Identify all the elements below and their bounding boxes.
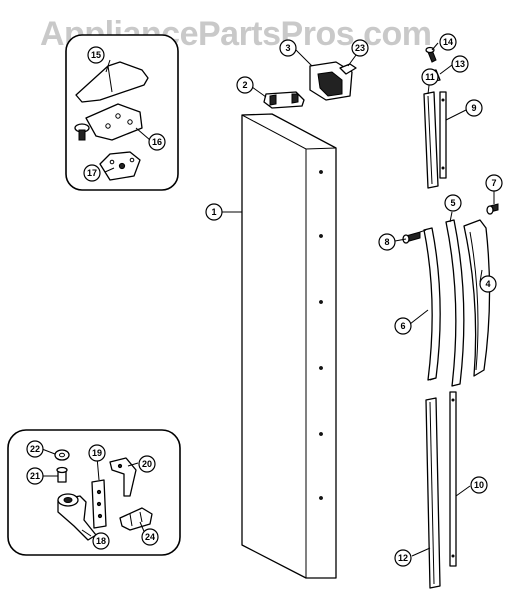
svg-text:1: 1 [211,207,216,217]
part-9-upper-strip[interactable] [439,91,447,179]
svg-text:14: 14 [443,37,453,47]
callout-5: 5 [444,194,462,212]
svg-text:8: 8 [384,237,389,247]
part-23-fastener[interactable] [339,63,357,75]
callout-14: 14 [439,33,457,51]
svg-text:7: 7 [491,178,496,188]
callout-21: 21 [26,467,44,485]
svg-text:11: 11 [425,72,435,82]
callout-24: 24 [141,528,159,546]
svg-text:23: 23 [355,43,365,53]
inset-bottom-left [7,429,181,556]
svg-text:19: 19 [92,448,102,458]
callout-19: 19 [88,444,106,462]
svg-text:2: 2 [242,80,247,90]
part-22-washer[interactable] [54,449,70,461]
part-5-handle[interactable] [445,219,465,387]
part-2-top-cap[interactable] [263,91,305,109]
part-12-lower-trim[interactable] [425,397,441,589]
callout-9: 9 [465,99,483,117]
svg-text:20: 20 [142,459,152,469]
svg-text:9: 9 [471,103,476,113]
svg-text:15: 15 [91,50,101,60]
part-20-angle-bracket[interactable] [109,457,137,497]
part-10-lower-strip[interactable] [449,391,457,567]
callout-3: 3 [279,39,297,57]
callout-15: 15 [87,46,105,64]
part-11-upper-trim[interactable] [423,91,439,189]
callout-1: 1 [205,203,223,221]
svg-text:3: 3 [285,43,290,53]
part-4-handle[interactable] [463,219,491,377]
part-15-hinge-cover[interactable] [75,61,149,103]
callout-23: 23 [351,39,369,57]
callout-6: 6 [394,317,412,335]
callout-22: 22 [26,440,44,458]
callout-18: 18 [92,532,110,550]
part-16-hinge-plate[interactable] [85,103,143,141]
svg-text:13: 13 [455,59,465,69]
part-3-mount-block[interactable] [309,61,353,101]
inset-top-left [65,34,179,191]
part-1-door-panel[interactable] [241,113,337,579]
svg-text:18: 18 [96,536,106,546]
svg-text:16: 16 [152,137,162,147]
svg-text:6: 6 [400,321,405,331]
callout-4: 4 [479,275,497,293]
svg-text:10: 10 [474,480,484,490]
part-6-handle[interactable] [419,227,441,381]
callout-7: 7 [485,174,503,192]
svg-text:12: 12 [398,553,408,563]
leader-lines [41,42,495,557]
svg-text:21: 21 [30,471,40,481]
callout-20: 20 [138,455,156,473]
callout-2: 2 [236,76,254,94]
callout-16: 16 [148,133,166,151]
svg-text:24: 24 [145,532,155,542]
svg-text:22: 22 [30,444,40,454]
callout-17: 17 [83,164,101,182]
part-7-screw[interactable] [486,203,499,215]
svg-text:4: 4 [485,279,490,289]
callout-8: 8 [378,233,396,251]
callout-13: 13 [451,55,469,73]
part-8-screw[interactable] [402,231,421,244]
part-24-clip[interactable] [119,507,153,531]
callout-10: 10 [470,476,488,494]
part-14-screw[interactable] [425,46,437,63]
svg-text:17: 17 [87,168,97,178]
callout-11: 11 [421,68,439,86]
svg-text:5: 5 [450,198,455,208]
callout-12: 12 [394,549,412,567]
